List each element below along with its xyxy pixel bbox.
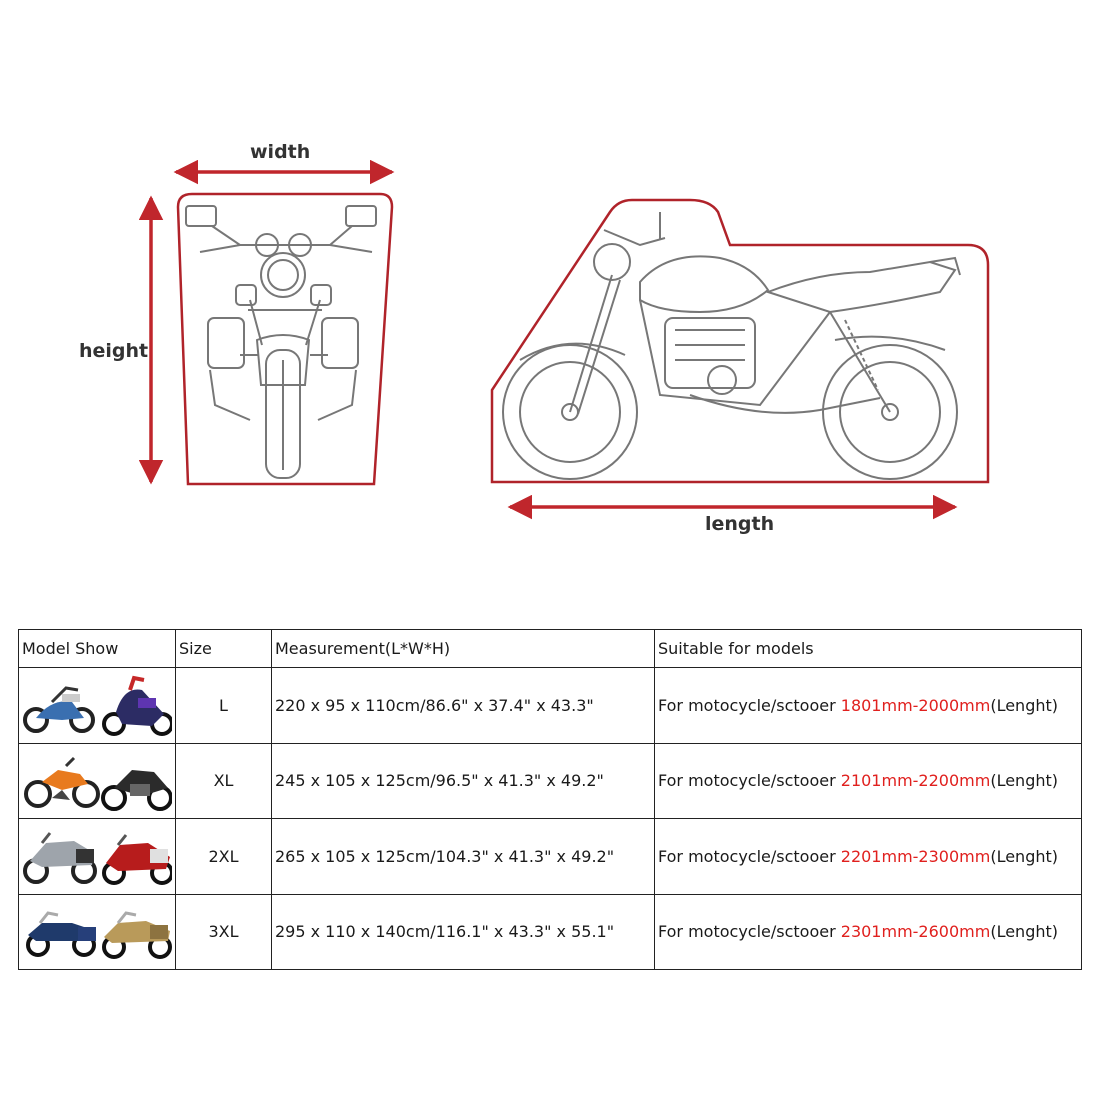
front-motorcycle-sketch (185, 205, 377, 479)
measurement-value: 220 x 95 x 110cm/86.6" x 37.4" x 43.3" (271, 667, 655, 744)
dirt-bike-orange-image (24, 756, 100, 808)
suitable-prefix: For motocycle/sctooer (658, 771, 841, 791)
model-images (24, 756, 173, 811)
suitable-prefix: For motocycle/sctooer (658, 695, 841, 715)
suitable-models-value: For motocycle/sctooer 2301mm-2600mm(Leng… (654, 893, 1082, 970)
sport-bike-black-image (101, 769, 173, 811)
size-value: 2XL (175, 818, 272, 895)
measurement-value: 245 x 105 x 125cm/96.5" x 41.3" x 49.2" (271, 742, 655, 819)
scooter-blue-image (23, 686, 95, 734)
cruiser-blue-image (26, 911, 96, 957)
length-label: length (705, 513, 775, 535)
length-range: 1801mm-2000mm (840, 695, 991, 715)
table-header-row: Model Show Size Measurement(L*W*H) Suita… (18, 629, 1082, 668)
model-images (26, 911, 172, 959)
model-images (23, 832, 174, 886)
model-images-cell (18, 742, 176, 819)
size-value: XL (175, 742, 272, 819)
touring-bike-silver-image (23, 832, 97, 885)
model-images (23, 675, 174, 737)
size-value: 3XL (175, 893, 272, 970)
size-value: L (175, 667, 272, 744)
table-row: 2XL 265 x 105 x 125cm/104.3" x 41.3" x 4… (18, 818, 1082, 895)
cruiser-gold-image (102, 911, 172, 959)
width-label: width (250, 141, 311, 163)
cover-outline-illustration (138, 159, 990, 520)
front-cover-outline (176, 192, 394, 486)
table-row: 3XL 295 x 110 x 140cm/116.1" x 43.3" x 5… (18, 893, 1082, 970)
suitable-models-value: For motocycle/sctooer 2201mm-2300mm(Leng… (654, 818, 1082, 895)
suitable-suffix: (Lenght) (990, 846, 1058, 866)
length-range: 2101mm-2200mm (840, 771, 991, 791)
measurement-value: 265 x 105 x 125cm/104.3" x 41.3" x 49.2" (271, 818, 655, 895)
size-table: Model Show Size Measurement(L*W*H) Suita… (18, 629, 1082, 970)
suitable-prefix: For motocycle/sctooer (658, 922, 841, 942)
header-model-show: Model Show (18, 629, 176, 668)
model-images-cell (18, 667, 176, 744)
table-row: XL 245 x 105 x 125cm/96.5" x 41.3" x 49.… (18, 742, 1082, 819)
header-suitable-models: Suitable for models (654, 629, 1082, 668)
header-size: Size (175, 629, 272, 668)
table-row: L 220 x 95 x 110cm/86.6" x 37.4" x 43.3"… (18, 667, 1082, 744)
model-images-cell (18, 818, 176, 895)
measurement-value: 295 x 110 x 140cm/116.1" x 43.3" x 55.1" (271, 893, 655, 970)
suitable-models-value: For motocycle/sctooer 1801mm-2000mm(Leng… (654, 667, 1082, 744)
suitable-prefix: For motocycle/sctooer (658, 846, 841, 866)
header-measurement: Measurement(L*W*H) (271, 629, 655, 668)
scooter-purple-image (102, 675, 174, 737)
suitable-suffix: (Lenght) (990, 922, 1058, 942)
length-range: 2201mm-2300mm (840, 846, 991, 866)
height-label: height (79, 340, 149, 362)
model-images-cell (18, 893, 176, 970)
side-motorcycle-sketch (502, 212, 961, 480)
dimension-diagram: width height length (79, 141, 990, 535)
touring-bike-red-image (102, 834, 174, 886)
length-range: 2301mm-2600mm (840, 922, 991, 942)
suitable-suffix: (Lenght) (990, 695, 1058, 715)
suitable-suffix: (Lenght) (990, 771, 1058, 791)
side-cover-outline (490, 198, 990, 484)
suitable-models-value: For motocycle/sctooer 2101mm-2200mm(Leng… (654, 742, 1082, 819)
